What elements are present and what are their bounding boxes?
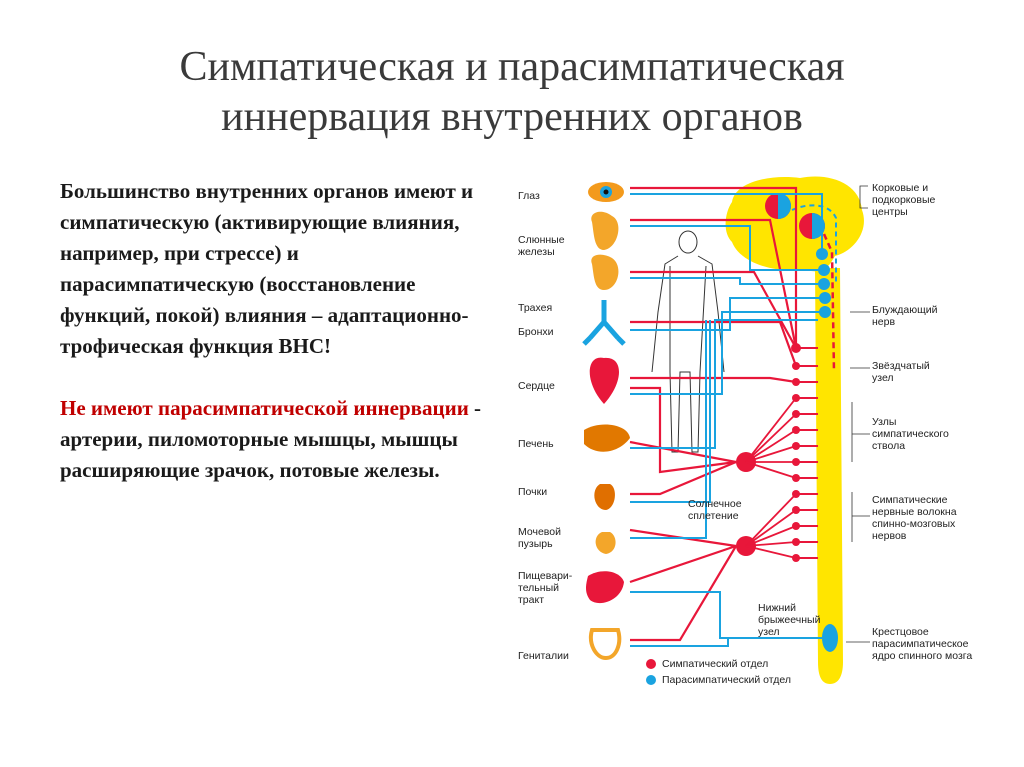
legend-sympathetic-label: Симпатический отдел bbox=[662, 658, 769, 670]
trachea-icon bbox=[582, 300, 626, 346]
label-trunk-1: Узлы bbox=[872, 416, 897, 428]
salivary-gland-icon bbox=[591, 211, 619, 250]
label-cortex-3: центры bbox=[872, 206, 908, 218]
label-stellate-1: Звёздчатый bbox=[872, 360, 930, 372]
label-sacral-2: парасимпатическое bbox=[872, 638, 969, 650]
human-silhouette bbox=[651, 230, 725, 453]
exceptions-list: - артерии, пиломоторные мышцы, мышцы рас… bbox=[60, 396, 482, 482]
label-mes-1: Нижний bbox=[758, 602, 797, 614]
blue-dot-icon bbox=[646, 675, 656, 685]
label-fibers-1: Симпатические bbox=[872, 494, 948, 506]
label-mes-3: узел bbox=[758, 626, 780, 638]
label-stellate-2: узел bbox=[872, 372, 894, 384]
label-trunk-3: ствола bbox=[872, 440, 906, 452]
label-bladder-2: пузырь bbox=[518, 538, 553, 550]
parasympathetic-organ-fibers bbox=[630, 193, 825, 647]
label-gi-2: тельный bbox=[518, 582, 559, 594]
paragraph-main: Большинство внутренних органов имеют и с… bbox=[60, 179, 474, 358]
label-sacral-1: Крестцовое bbox=[872, 626, 929, 638]
label-cortex-1: Корковые и bbox=[872, 182, 929, 194]
label-liver: Печень bbox=[518, 438, 554, 450]
sympathetic-rami bbox=[796, 347, 818, 559]
brain-shape bbox=[725, 176, 864, 272]
body-text: Большинство внутренних органов имеют и с… bbox=[60, 176, 490, 486]
label-salivary-1: Слюнные bbox=[518, 234, 565, 246]
title-line-2: иннервация внутренних органов bbox=[221, 94, 803, 140]
paragraph-exceptions: Не имеют парасимпатической иннервации - … bbox=[60, 393, 490, 486]
sacral-nucleus bbox=[822, 624, 838, 652]
legend-sympathetic: Симпатический отдел bbox=[646, 658, 768, 670]
sympathetic-chain bbox=[791, 343, 801, 562]
label-cortex-2: подкорковые bbox=[872, 194, 936, 206]
label-trachea: Трахея bbox=[518, 302, 553, 314]
sympathetic-organ-fibers bbox=[629, 186, 798, 642]
genitals-icon bbox=[589, 628, 622, 661]
liver-icon bbox=[584, 424, 630, 452]
label-fibers-4: нервов bbox=[872, 530, 907, 542]
kidney-icon bbox=[594, 484, 615, 510]
plexus-fibers bbox=[745, 397, 797, 559]
exceptions-highlight: Не имеют парасимпатической иннервации bbox=[60, 396, 469, 420]
label-gi-3: тракт bbox=[518, 594, 545, 606]
label-pointers bbox=[846, 185, 870, 643]
diagram-graphic bbox=[582, 176, 870, 684]
spinal-cord bbox=[815, 268, 843, 684]
label-gi-1: Пищевари- bbox=[518, 570, 573, 582]
label-genitals: Гениталии bbox=[518, 650, 569, 662]
red-dot-icon bbox=[646, 659, 656, 669]
organ-icons bbox=[582, 182, 630, 661]
label-vagus-2: нерв bbox=[872, 316, 896, 328]
legend-parasympathetic: Парасимпатический отдел bbox=[646, 674, 791, 686]
label-vagus-1: Блуждающий bbox=[872, 304, 938, 316]
legend-parasympathetic-label: Парасимпатический отдел bbox=[662, 674, 791, 686]
heart-icon bbox=[589, 357, 619, 404]
gi-tract-icon bbox=[586, 571, 624, 604]
label-mes-2: брыжеечный bbox=[758, 614, 821, 626]
label-heart: Сердце bbox=[518, 380, 555, 392]
cortex-center-blue bbox=[778, 193, 791, 219]
label-trunk-2: симпатического bbox=[872, 428, 949, 440]
title-line-1: Симпатическая и парасимпатическая bbox=[179, 44, 845, 90]
bladder-icon bbox=[595, 532, 616, 554]
label-eye: Глаз bbox=[518, 190, 540, 202]
salivary-gland-2-icon bbox=[591, 254, 619, 290]
label-bladder-1: Мочевой bbox=[518, 526, 561, 538]
label-fibers-2: нервные волокна bbox=[872, 506, 957, 518]
label-salivary-2: железы bbox=[518, 246, 555, 258]
brainstem-nuclei bbox=[816, 248, 831, 318]
label-bronchi: Бронхи bbox=[518, 326, 554, 338]
slide-title: Симпатическая и парасимпатическая иннерв… bbox=[0, 42, 1024, 142]
label-sacral-3: ядро спинного мозга bbox=[872, 650, 973, 662]
label-fibers-3: спинно-мозговых bbox=[872, 518, 956, 530]
ans-diagram: Глаз Слюнные железы Трахея Бронхи Сердце… bbox=[500, 172, 990, 692]
label-solar-1: Солнечное bbox=[688, 498, 742, 510]
label-kidneys: Почки bbox=[518, 486, 548, 498]
label-solar-2: сплетение bbox=[688, 510, 739, 522]
